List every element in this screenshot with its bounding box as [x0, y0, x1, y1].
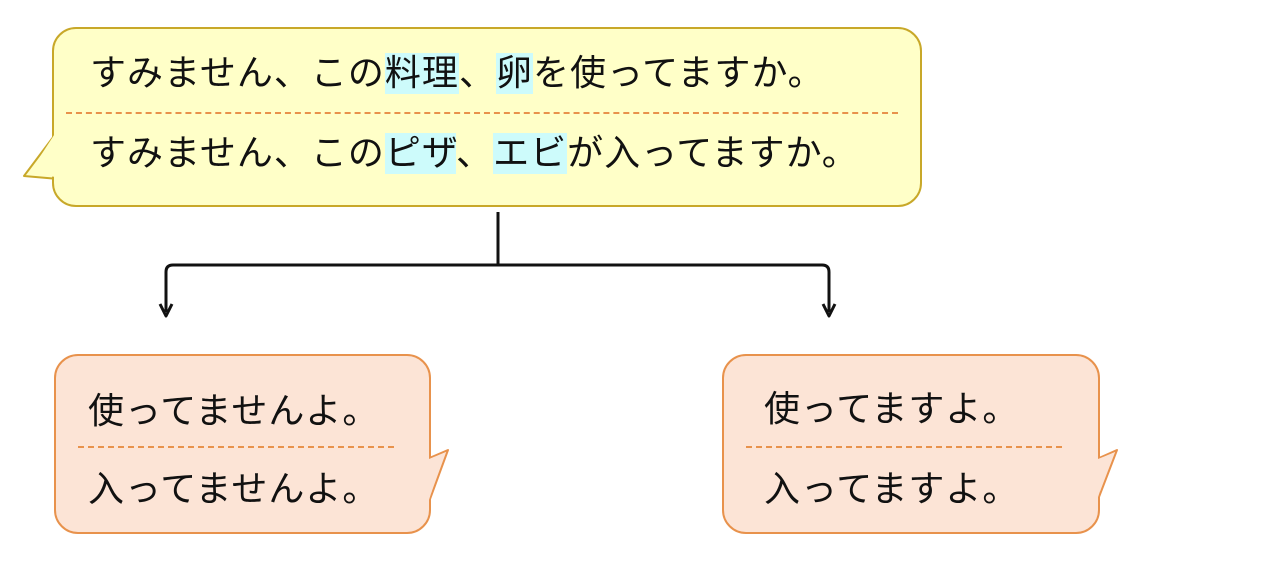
- question-line-1-text-a: すみません、この: [90, 53, 385, 94]
- highlight-ryori: 料理: [384, 53, 459, 94]
- question-divider: [66, 112, 898, 114]
- answer-positive-line-1: 使ってますよ。: [764, 389, 1020, 430]
- answer-negative-bubble-body: [54, 354, 431, 534]
- answer-positive-line-2: 入ってますよ。: [764, 469, 1020, 510]
- highlight-ebi: エビ: [493, 133, 568, 174]
- question-line-1: すみません、この料理、卵を使ってますか。: [90, 50, 825, 98]
- question-line-2: すみません、このピザ、エビが入ってますか。: [90, 130, 859, 178]
- question-bubble-body: [52, 27, 922, 207]
- highlight-tamago: 卵: [495, 53, 533, 94]
- answer-positive-bubble-body: [722, 354, 1100, 534]
- question-line-1-text-b: を使ってますか。: [532, 53, 825, 94]
- question-line-1-comma: 、: [458, 53, 496, 94]
- answer-positive-divider: [746, 446, 1062, 448]
- question-line-2-text-a: すみません、この: [90, 133, 385, 174]
- question-line-2-text-b: が入ってますか。: [567, 133, 859, 174]
- highlight-piza: ピザ: [384, 133, 457, 174]
- answer-negative-line-1: 使ってませんよ。: [88, 391, 380, 432]
- arrow-right-icon: [821, 303, 837, 318]
- question-line-2-comma: 、: [456, 133, 494, 174]
- answer-negative-line-2: 入ってませんよ。: [88, 469, 380, 510]
- arrow-left-icon: [158, 303, 174, 318]
- answer-negative-divider: [78, 446, 394, 448]
- branch-line: [164, 263, 831, 312]
